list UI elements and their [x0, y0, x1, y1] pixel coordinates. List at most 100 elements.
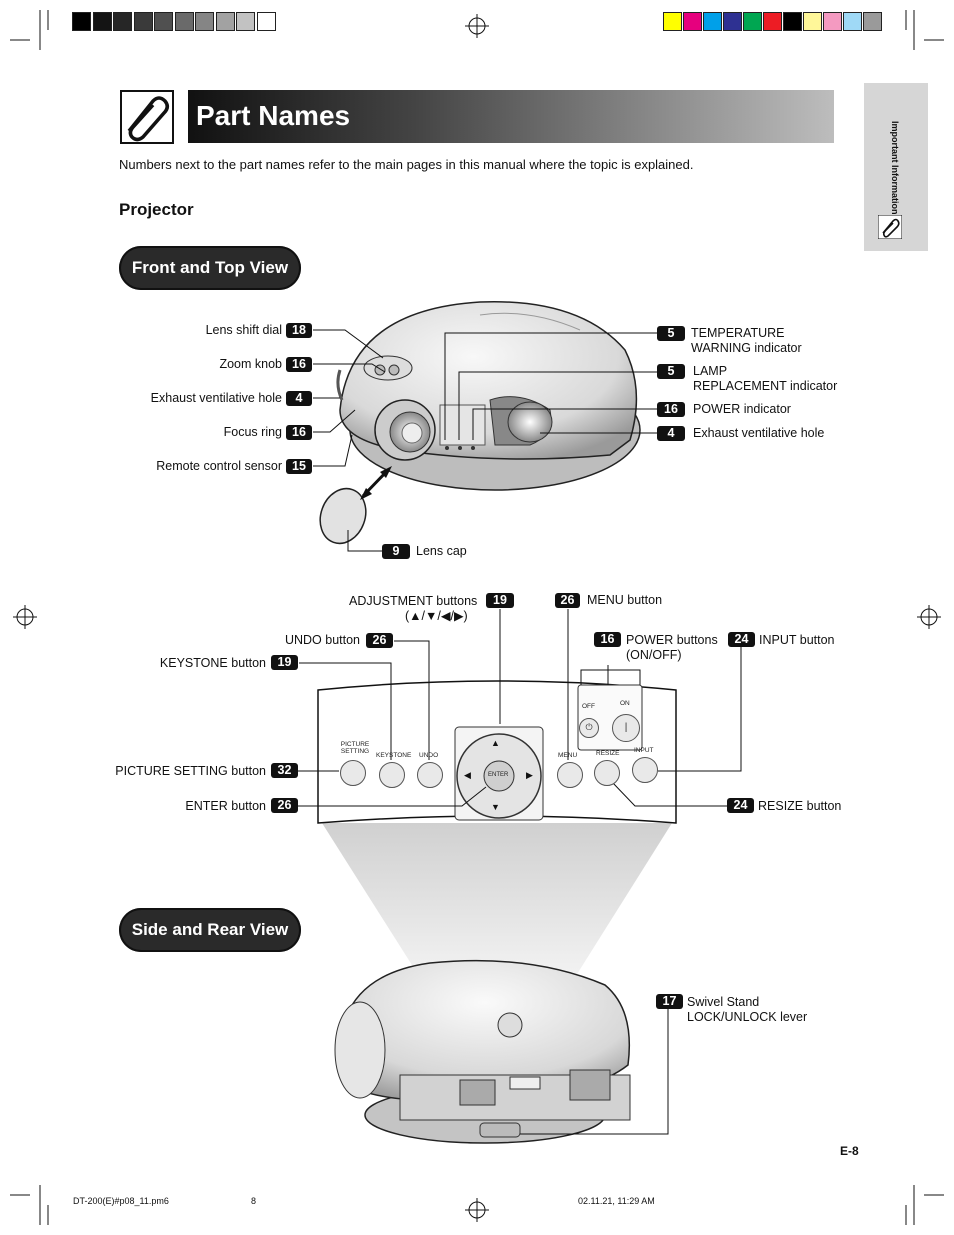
grayscale-swatch: [256, 12, 276, 31]
color-swatch: [803, 12, 822, 31]
input-text: INPUT: [634, 747, 654, 754]
input-button-label: INPUT button: [759, 633, 835, 647]
page-badge: 26: [555, 593, 580, 608]
front-view-heading: Front and Top View: [119, 246, 301, 290]
power-on-button[interactable]: |: [612, 714, 640, 742]
menu-text: MENU: [558, 752, 578, 759]
on-text: ON: [620, 700, 630, 707]
grayscale-swatch: [236, 12, 255, 31]
enter-button-label: ENTER button: [185, 799, 266, 813]
enter-button[interactable]: ENTER: [488, 772, 509, 778]
footer-filename: DT-200(E)#p08_11.pm6: [73, 1196, 169, 1206]
temperature-indicator-label-2: WARNING indicator: [691, 341, 802, 355]
page-badge: 19: [271, 655, 298, 670]
grayscale-swatch: [133, 12, 153, 31]
projector-front-illustration: [319, 300, 641, 545]
menu-button[interactable]: [557, 762, 583, 788]
color-swatch: [863, 12, 882, 31]
paperclip-icon: [878, 215, 902, 239]
title-bar: Part Names: [188, 90, 834, 143]
power-buttons-label: POWER buttons: [626, 633, 718, 647]
swivel-stand-label-2: LOCK/UNLOCK lever: [687, 1010, 808, 1024]
grayscale-swatch: [154, 12, 173, 31]
footer-page: 8: [251, 1196, 257, 1206]
page-badge: 24: [728, 632, 755, 647]
picture-setting-text: PICTURE SETTING: [340, 741, 370, 755]
color-swatch: [763, 12, 782, 31]
menu-button-label: MENU button: [587, 593, 663, 607]
grayscale-swatch: [195, 12, 214, 31]
section-title: Projector: [119, 200, 194, 219]
page-badge: 4: [286, 391, 312, 406]
power-off-button[interactable]: ⏻: [579, 718, 599, 738]
footer-date: 02.11.21, 11:29 AM: [578, 1196, 655, 1206]
page-badge: 16: [286, 425, 312, 440]
color-swatch: [723, 12, 742, 31]
keystone-button[interactable]: [379, 762, 405, 788]
color-swatch: [663, 12, 682, 31]
grayscale-swatch: [215, 12, 235, 31]
right-arrow-button[interactable]: ▶: [526, 770, 533, 780]
side-tab: Important Information: [864, 83, 928, 251]
lens-cap-label: Lens cap: [416, 544, 467, 558]
resize-button-label: RESIZE button: [758, 799, 842, 813]
color-swatch: [823, 12, 842, 31]
page-badge: 24: [727, 798, 754, 813]
input-button[interactable]: [632, 757, 658, 783]
page-badge: 16: [657, 402, 685, 417]
zoom-knob-label: Zoom knob: [219, 357, 282, 371]
page-badge: 18: [286, 323, 312, 338]
power-buttons-sub: (ON/OFF): [626, 648, 682, 662]
power-indicator-label: POWER indicator: [693, 402, 791, 416]
page-badge: 19: [486, 593, 514, 608]
undo-button-label: UNDO button: [284, 633, 360, 647]
focus-ring-label: Focus ring: [223, 425, 282, 439]
page-badge: 9: [382, 544, 410, 559]
color-swatch: [783, 12, 802, 31]
side-view-heading: Side and Rear View: [119, 908, 301, 952]
picture-setting-button-label: PICTURE SETTING button: [115, 764, 266, 778]
picture-setting-button[interactable]: [340, 760, 366, 786]
page-badge: 5: [657, 364, 685, 379]
color-swatch: [743, 12, 762, 31]
swivel-stand-label: Swivel Stand: [687, 995, 760, 1009]
resize-text: RESIZE: [596, 750, 620, 757]
page-badge: 16: [594, 632, 621, 647]
page-badge: 17: [656, 994, 683, 1009]
undo-text: UNDO: [419, 752, 439, 759]
keystone-text: KEYSTONE: [376, 752, 412, 759]
undo-button[interactable]: [417, 762, 443, 788]
resize-button[interactable]: [594, 760, 620, 786]
grayscale-swatch: [72, 12, 91, 31]
page-badge: 4: [657, 426, 685, 441]
keystone-button-label: KEYSTONE button: [159, 656, 266, 670]
temperature-indicator-label: TEMPERATURE: [691, 326, 785, 340]
page-badge: 5: [657, 326, 685, 341]
grayscale-swatch: [113, 12, 132, 31]
page-badge: 16: [286, 357, 312, 372]
exhaust-hole-label: Exhaust ventilative hole: [150, 391, 282, 405]
page-badge: 15: [286, 459, 312, 474]
remote-sensor-label: Remote control sensor: [156, 459, 282, 473]
off-text: OFF: [582, 703, 595, 710]
grayscale-swatch: [174, 12, 194, 31]
adjustment-buttons-sub: (▲/▼/◀/▶): [405, 609, 468, 623]
lamp-indicator-label: LAMP: [693, 364, 728, 378]
intro-text: Numbers next to the part names refer to …: [119, 157, 694, 172]
left-arrow-button[interactable]: ◀: [464, 770, 471, 780]
page-badge: 26: [271, 798, 298, 813]
grayscale-swatch: [92, 12, 112, 31]
lens-shift-dial-label: Lens shift dial: [205, 323, 282, 337]
page-badge: 26: [366, 633, 393, 648]
up-arrow-button[interactable]: ▲: [491, 738, 500, 748]
color-swatch: [703, 12, 722, 31]
down-arrow-button[interactable]: ▼: [491, 802, 500, 812]
page-number: E-8: [840, 1144, 859, 1158]
page-title: Part Names: [196, 100, 351, 131]
color-swatch: [683, 12, 702, 31]
registration-target-icon: [13, 14, 941, 1222]
